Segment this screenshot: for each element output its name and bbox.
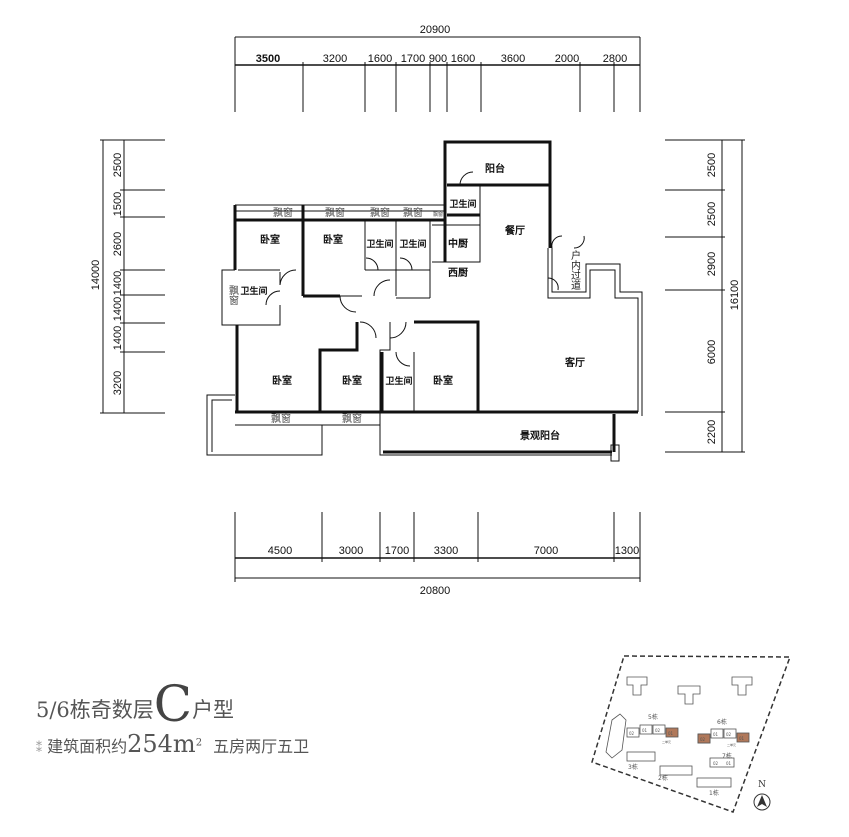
dining-label: 餐厅 [504, 224, 525, 237]
living-room-label: 客厅 [564, 356, 585, 369]
dim-left: 1400 [112, 271, 124, 295]
title-suffix: 户型 [192, 698, 235, 722]
left-dimensions: 14000 2500 1500 2600 1400 1400 1400 3200 [90, 139, 165, 414]
dim-top: 900 [429, 53, 447, 65]
dim-bottom: 3000 [339, 545, 363, 557]
north-label: N [758, 780, 766, 790]
layout-summary: 五房两厅五卫 [213, 737, 310, 756]
top-dimensions: 20900 3500 3200 1600 1700 900 1600 3600 … [234, 24, 641, 112]
dim-right: 2500 [706, 153, 718, 177]
dim-left: 1400 [112, 326, 124, 350]
dim-right: 2500 [706, 202, 718, 226]
dim-top: 1600 [368, 53, 392, 65]
chinese-kitchen-label: 中厨 [448, 237, 468, 250]
bay-window-label: 飘窗 [370, 206, 390, 219]
dim-top-total: 20900 [420, 24, 451, 36]
walls [206, 140, 643, 462]
dim-bottom-total: 20800 [420, 585, 451, 597]
bullet-icon: ⁑ [36, 741, 42, 755]
bedroom-label: 卧室 [342, 374, 362, 387]
bedroom-label: 卧室 [272, 374, 292, 387]
unit-note: 二单元 [662, 739, 671, 744]
highlighted-unit [736, 732, 750, 743]
unit-label: 01 [642, 728, 648, 733]
right-dimensions: 16100 2500 2500 2900 6000 2200 [665, 139, 745, 453]
bay-window-label: 飘窗 [227, 285, 239, 306]
balcony-label: 阳台 [485, 162, 505, 175]
dim-left: 1500 [112, 192, 124, 216]
area-unit-sup: 2 [195, 737, 203, 749]
highlighted-unit [665, 727, 679, 738]
unit-label: 01 [713, 732, 719, 737]
building-label: 2栋 [658, 774, 668, 782]
dim-left: 1400 [112, 297, 124, 321]
building-label: 3栋 [628, 763, 638, 771]
dim-top: 3200 [323, 53, 347, 65]
western-kitchen-label: 西厨 [448, 267, 468, 279]
bedroom-label: 卧室 [260, 233, 280, 246]
site-plan: 5栋 6栋 7栋 3栋 2栋 1栋 02 01 02 01 02 01 02 0… [591, 655, 792, 813]
bathroom-label: 卫生间 [366, 238, 393, 250]
bathroom-label: 卫生间 [399, 238, 426, 250]
bay-window-label: 飘窗 [273, 206, 293, 219]
unit-note: 二单元 [727, 742, 736, 747]
dim-top: 1600 [451, 53, 475, 65]
bottom-dimensions: 4500 3000 1700 3300 7000 1300 20800 [234, 512, 641, 597]
unit-label: 02 [655, 728, 661, 733]
unit-label: 02 [700, 737, 706, 742]
dim-left: 2500 [112, 153, 124, 177]
view-balcony-label: 景观阳台 [520, 429, 560, 442]
dim-left-total: 14000 [90, 260, 102, 291]
area-line: ⁑ 建筑面积约254m2 五房两厅五卫 [36, 730, 309, 758]
dim-bottom: 1300 [615, 545, 639, 557]
area-value: 254m [127, 730, 196, 758]
dim-top: 3500 [256, 53, 280, 65]
building-label: 6栋 [717, 718, 727, 726]
unit-label: 01 [726, 761, 732, 766]
highlighted-unit [697, 733, 711, 744]
unit-label: 02 [713, 761, 719, 766]
bedroom-label: 卧室 [433, 374, 453, 387]
dim-right: 2900 [706, 252, 718, 276]
dim-right: 2200 [706, 420, 718, 444]
bathroom-label: 卫生间 [385, 375, 412, 387]
bay-window-label: 飘窗 [271, 412, 291, 425]
dim-bottom: 4500 [268, 545, 292, 557]
bay-window-label: 飘窗 [403, 206, 423, 219]
unit-letter: C [153, 675, 193, 733]
bathroom-label: 卫生间 [449, 198, 476, 210]
dim-right-total: 16100 [729, 280, 741, 311]
building-label: 1栋 [709, 789, 719, 797]
dim-bottom: 7000 [534, 545, 558, 557]
dim-right: 6000 [706, 340, 718, 364]
unit-label: 01 [739, 736, 745, 741]
unit-label: 02 [629, 731, 635, 736]
area-label: 建筑面积约 [47, 737, 128, 756]
dim-left: 2600 [112, 232, 124, 256]
dim-top: 1700 [401, 53, 425, 65]
corridor-label: 户内过道 [569, 249, 581, 290]
dim-top: 3600 [501, 53, 525, 65]
title-prefix: 5/6栋奇数层 [36, 698, 154, 722]
bay-window-label-small: 飘窗 [433, 211, 443, 218]
dim-top: 2800 [603, 53, 627, 65]
bay-window-label: 飘窗 [342, 412, 362, 425]
unit-label: 01 [668, 731, 674, 736]
room-labels: 飘窗 飘窗 飘窗 飘窗 飘窗 卧室 卧室 卫生间 卫生间 中厨 西厨 卫生间 阳… [227, 162, 586, 442]
bathroom-label: 卫生间 [240, 285, 267, 297]
unit-label: 02 [726, 732, 732, 737]
north-arrow-icon [753, 793, 771, 811]
bay-window-label: 飘窗 [325, 206, 345, 219]
bedroom-label: 卧室 [323, 233, 343, 246]
building-label: 7栋 [722, 752, 732, 760]
dim-bottom: 3300 [434, 545, 458, 557]
dim-bottom: 1700 [385, 545, 409, 557]
unit-title: 5/6栋奇数层C户型 [36, 679, 235, 729]
dim-left: 3200 [112, 371, 124, 395]
building-label: 5栋 [648, 713, 658, 721]
dim-top: 2000 [555, 53, 579, 65]
